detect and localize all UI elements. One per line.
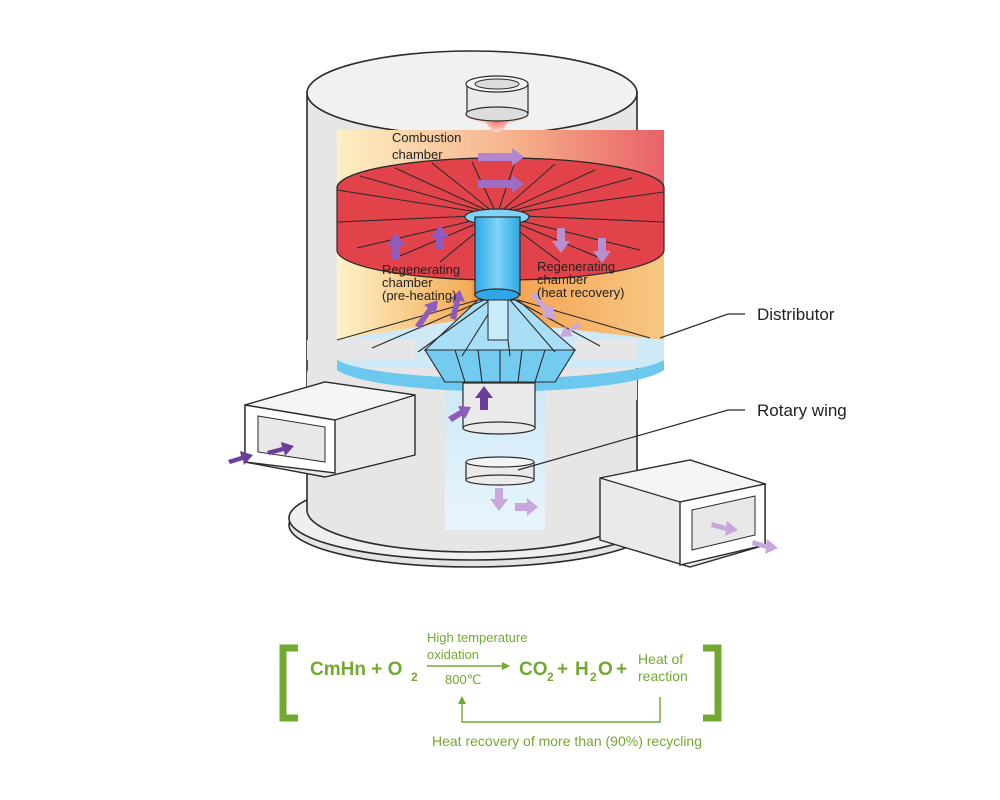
label-regen-right-line3: (heat recovery) xyxy=(537,285,624,300)
product-o: O xyxy=(598,659,613,680)
arrow-outlet-1 xyxy=(711,521,738,536)
arrow-preheat-2 xyxy=(450,290,465,320)
rotary-cylinder xyxy=(462,382,536,435)
label-regen-right-line1: Regenerating xyxy=(537,259,615,274)
arrow-bottom-right xyxy=(515,498,538,516)
label-combustion-line2: chamber xyxy=(392,147,443,162)
arrow-inlet-1 xyxy=(228,451,253,465)
arrow-center-up xyxy=(475,386,493,410)
lower-distributor-fan xyxy=(336,299,651,383)
left-bracket xyxy=(279,644,298,722)
spokes xyxy=(336,161,665,263)
inlet-duct xyxy=(244,381,416,478)
label-regen-left-line1: Regenerating xyxy=(382,262,460,277)
label-regen-left-line3: (pre-heating) xyxy=(382,288,456,303)
arrow-down-right-2 xyxy=(593,238,611,263)
arrow-down-right-1 xyxy=(552,228,570,253)
arrow-preheat-1 xyxy=(415,300,438,329)
arrow-recover-1 xyxy=(531,292,556,320)
arrow-recover-2 xyxy=(560,322,581,337)
arrow-inlet-2 xyxy=(267,442,294,456)
chamber-labels: Combustion chamber Regenerating chamber … xyxy=(382,130,624,303)
recycle-loop xyxy=(458,696,661,723)
reactant-sub: 2 xyxy=(411,670,418,684)
arrow-bottom-down xyxy=(490,488,508,511)
arrow-bottom-temp: 800℃ xyxy=(445,672,481,687)
rotary-wing xyxy=(465,456,535,486)
label-rotary-wing: Rotary wing xyxy=(757,401,847,420)
heat-line1: Heat of xyxy=(638,651,683,667)
recycle-note: Heat recovery of more than (90%) recycli… xyxy=(432,733,702,749)
arrow-into-center xyxy=(448,406,471,422)
reactant-main: CmHn + O xyxy=(310,659,402,680)
outlet-duct xyxy=(599,459,768,568)
label-distributor: Distributor xyxy=(757,305,835,324)
arrow-up-left-1 xyxy=(387,233,405,260)
blue-ring xyxy=(337,360,664,392)
product-co-sub: 2 xyxy=(547,670,554,684)
product-h: H xyxy=(575,659,589,680)
plus-2: + xyxy=(616,659,627,680)
right-bracket xyxy=(703,644,722,722)
product-h-sub: 2 xyxy=(590,670,597,684)
label-combustion-line1: Combustion xyxy=(392,130,461,145)
central-pipe xyxy=(464,208,530,341)
label-regen-right-line2: chamber xyxy=(537,272,588,287)
flow-arrows xyxy=(228,148,778,554)
reaction-arrow xyxy=(427,662,510,670)
arrow-top-line1: High temperature xyxy=(427,630,527,645)
arrow-outlet-2 xyxy=(752,539,778,554)
label-regen-left-line2: chamber xyxy=(382,275,433,290)
leader-lines xyxy=(517,313,745,471)
equation-block: CmHn + O 2 High temperature oxidation 80… xyxy=(279,630,722,749)
heat-line2: reaction xyxy=(638,668,688,684)
arrow-top-line2: oxidation xyxy=(427,647,479,662)
arrow-up-left-2 xyxy=(431,225,449,250)
burner xyxy=(465,75,529,133)
arrow-combustion-1 xyxy=(478,148,524,166)
plus-1: + xyxy=(557,659,568,680)
arrow-combustion-2 xyxy=(478,175,524,193)
product-co: CO xyxy=(519,659,548,680)
